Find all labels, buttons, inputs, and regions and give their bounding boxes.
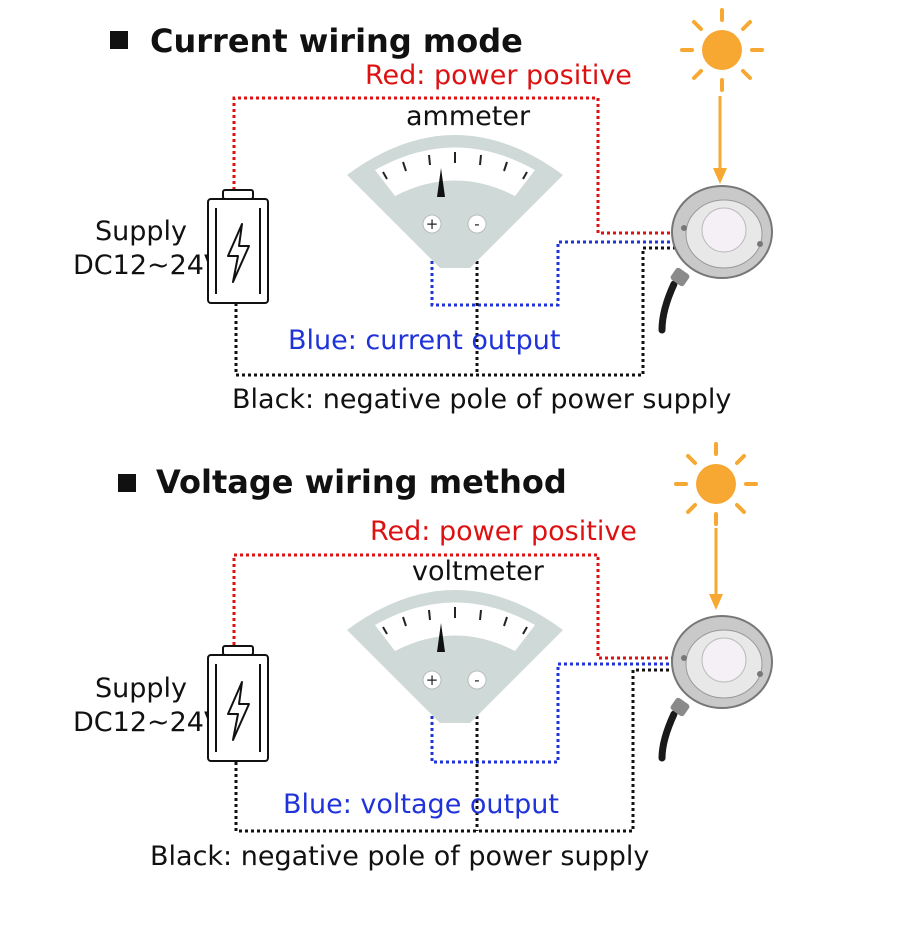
supply-voltage-label: DC12~24V bbox=[73, 250, 223, 281]
meter-label: voltmeter bbox=[412, 556, 545, 587]
black-wire-label: Black: negative pole of power supply bbox=[150, 841, 649, 872]
black-wire bbox=[234, 246, 678, 377]
blue-wire bbox=[430, 662, 678, 764]
battery-icon bbox=[207, 645, 269, 762]
meter-label: ammeter bbox=[406, 101, 531, 132]
bullet-square-icon bbox=[118, 474, 136, 492]
red-wire bbox=[232, 96, 678, 235]
lightning-icon bbox=[227, 681, 250, 741]
red-wire-label: Red: power positive bbox=[370, 516, 637, 547]
terminal-plus: + bbox=[426, 671, 439, 689]
terminal-plus: + bbox=[426, 215, 439, 233]
supply-label: Supply bbox=[95, 216, 187, 247]
sensor-icon bbox=[658, 185, 773, 334]
battery-icon bbox=[207, 189, 269, 304]
red-wire-label: Red: power positive bbox=[365, 60, 632, 91]
red-wire bbox=[232, 553, 678, 660]
blue-wire-label: Blue: voltage output bbox=[283, 789, 559, 820]
terminal-minus: - bbox=[474, 671, 479, 689]
section-title: Voltage wiring method bbox=[156, 463, 567, 501]
lightning-icon bbox=[227, 223, 250, 283]
supply-label: Supply bbox=[95, 673, 187, 704]
arrow-down-icon bbox=[713, 96, 727, 184]
voltage-wiring-section: Voltage wiring method Red: power positiv… bbox=[73, 442, 773, 872]
black-wire-label: Black: negative pole of power supply bbox=[232, 384, 731, 415]
supply-voltage-label: DC12~24V bbox=[73, 707, 223, 738]
sensor-icon bbox=[658, 615, 773, 762]
blue-wire bbox=[430, 225, 678, 307]
terminal-minus: - bbox=[474, 215, 479, 233]
meter-gauge-icon: + - bbox=[347, 135, 563, 268]
section-title: Current wiring mode bbox=[150, 22, 523, 60]
meter-gauge-icon: + - bbox=[347, 590, 563, 723]
sun-icon bbox=[680, 8, 764, 92]
blue-wire-label: Blue: current output bbox=[288, 325, 560, 356]
arrow-down-icon bbox=[709, 528, 723, 610]
sun-icon bbox=[674, 442, 758, 526]
current-wiring-section: Current wiring mode Red: power positive … bbox=[73, 8, 773, 415]
bullet-square-icon bbox=[110, 31, 128, 49]
black-wire bbox=[234, 668, 678, 833]
